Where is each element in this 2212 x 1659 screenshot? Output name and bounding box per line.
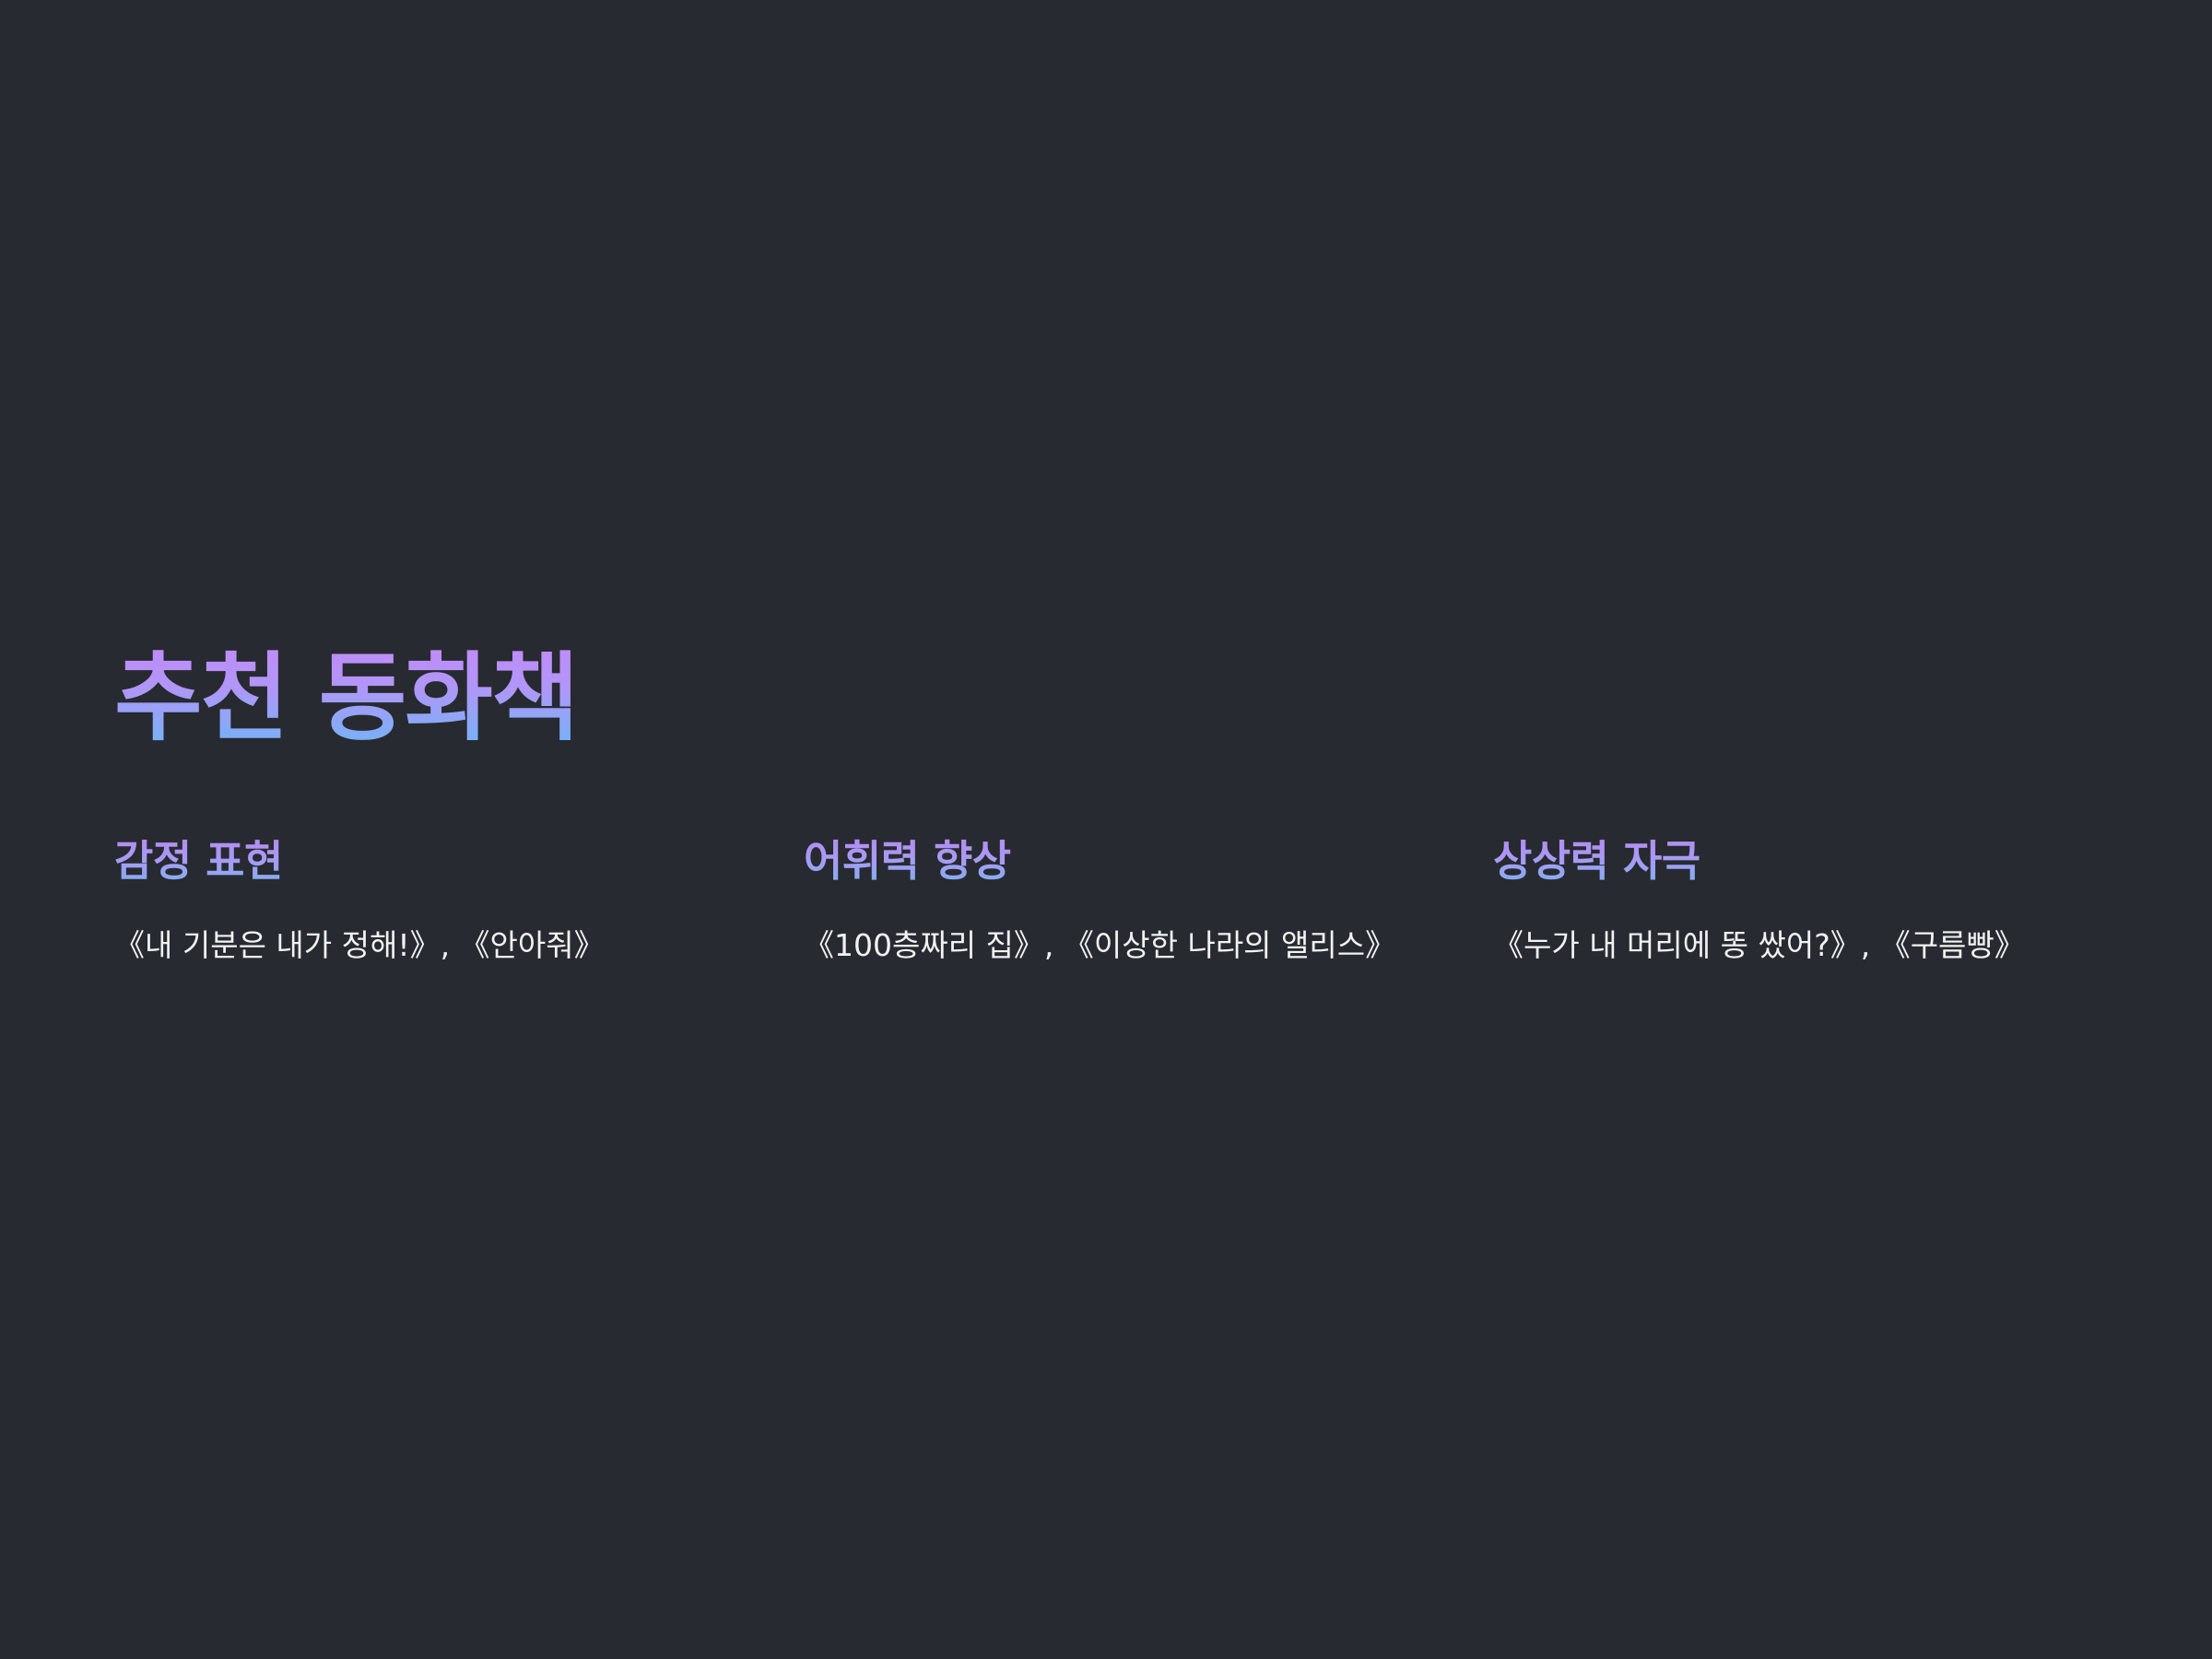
category-emotion-expression: 감정 표현 《내 기분은 내가 정해!》, 《안아줘》	[114, 837, 759, 966]
slide-title: 추천 동화책	[114, 641, 580, 754]
category-vocabulary: 어휘력 향상 《100층짜리 집》, 《이상한 나라의 앨리스》	[804, 837, 1449, 966]
category-heading: 감정 표현	[114, 836, 283, 886]
category-heading: 어휘력 향상	[804, 836, 1011, 886]
category-books: 《누가 내 머리에 똥 쌌어?》, 《구름빵》	[1493, 926, 2025, 963]
category-heading: 상상력 자극	[1493, 836, 1700, 886]
category-books: 《내 기분은 내가 정해!》, 《안아줘》	[114, 926, 605, 963]
category-books: 《100층짜리 집》, 《이상한 나라의 앨리스》	[804, 926, 1396, 963]
category-imagination: 상상력 자극 《누가 내 머리에 똥 쌌어?》, 《구름빵》	[1493, 837, 2138, 966]
